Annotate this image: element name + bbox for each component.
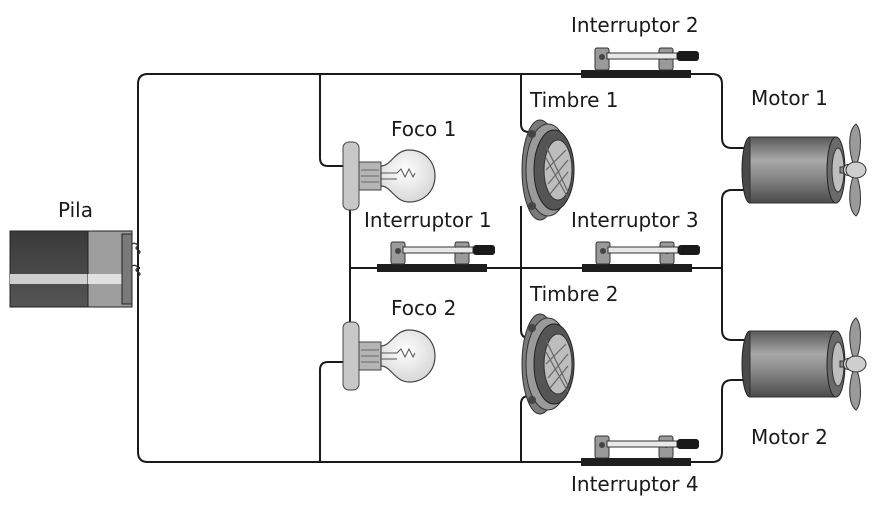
wire-top (137, 73, 746, 149)
switch-2-label: Interruptor 2 (571, 13, 699, 37)
bulb-2-icon (342, 321, 436, 391)
battery-label: Pila (58, 198, 93, 222)
switch-1-icon (376, 241, 496, 273)
motor-2-icon (741, 317, 867, 411)
switch-3-icon (581, 241, 701, 273)
motor-1-label: Motor 1 (751, 86, 828, 110)
motor-1-icon (741, 123, 867, 217)
bulb-1-icon (342, 141, 436, 211)
bell-1-label: Timbre 1 (530, 88, 619, 112)
switch-1-label: Interruptor 1 (364, 208, 492, 232)
wire-bottom (137, 84, 746, 463)
switch-4-icon (580, 435, 700, 467)
bulb-2-label: Foco 2 (391, 296, 457, 320)
bell-2-label: Timbre 2 (530, 282, 619, 306)
switch-4-label: Interruptor 4 (571, 472, 699, 496)
battery-icon (9, 230, 141, 308)
bulb-1-label: Foco 1 (391, 117, 457, 141)
switch-2-icon (580, 47, 700, 79)
bell-1-icon (521, 119, 575, 221)
motor-2-label: Motor 2 (751, 425, 828, 449)
switch-3-label: Interruptor 3 (571, 208, 699, 232)
bell-2-icon (521, 313, 575, 415)
